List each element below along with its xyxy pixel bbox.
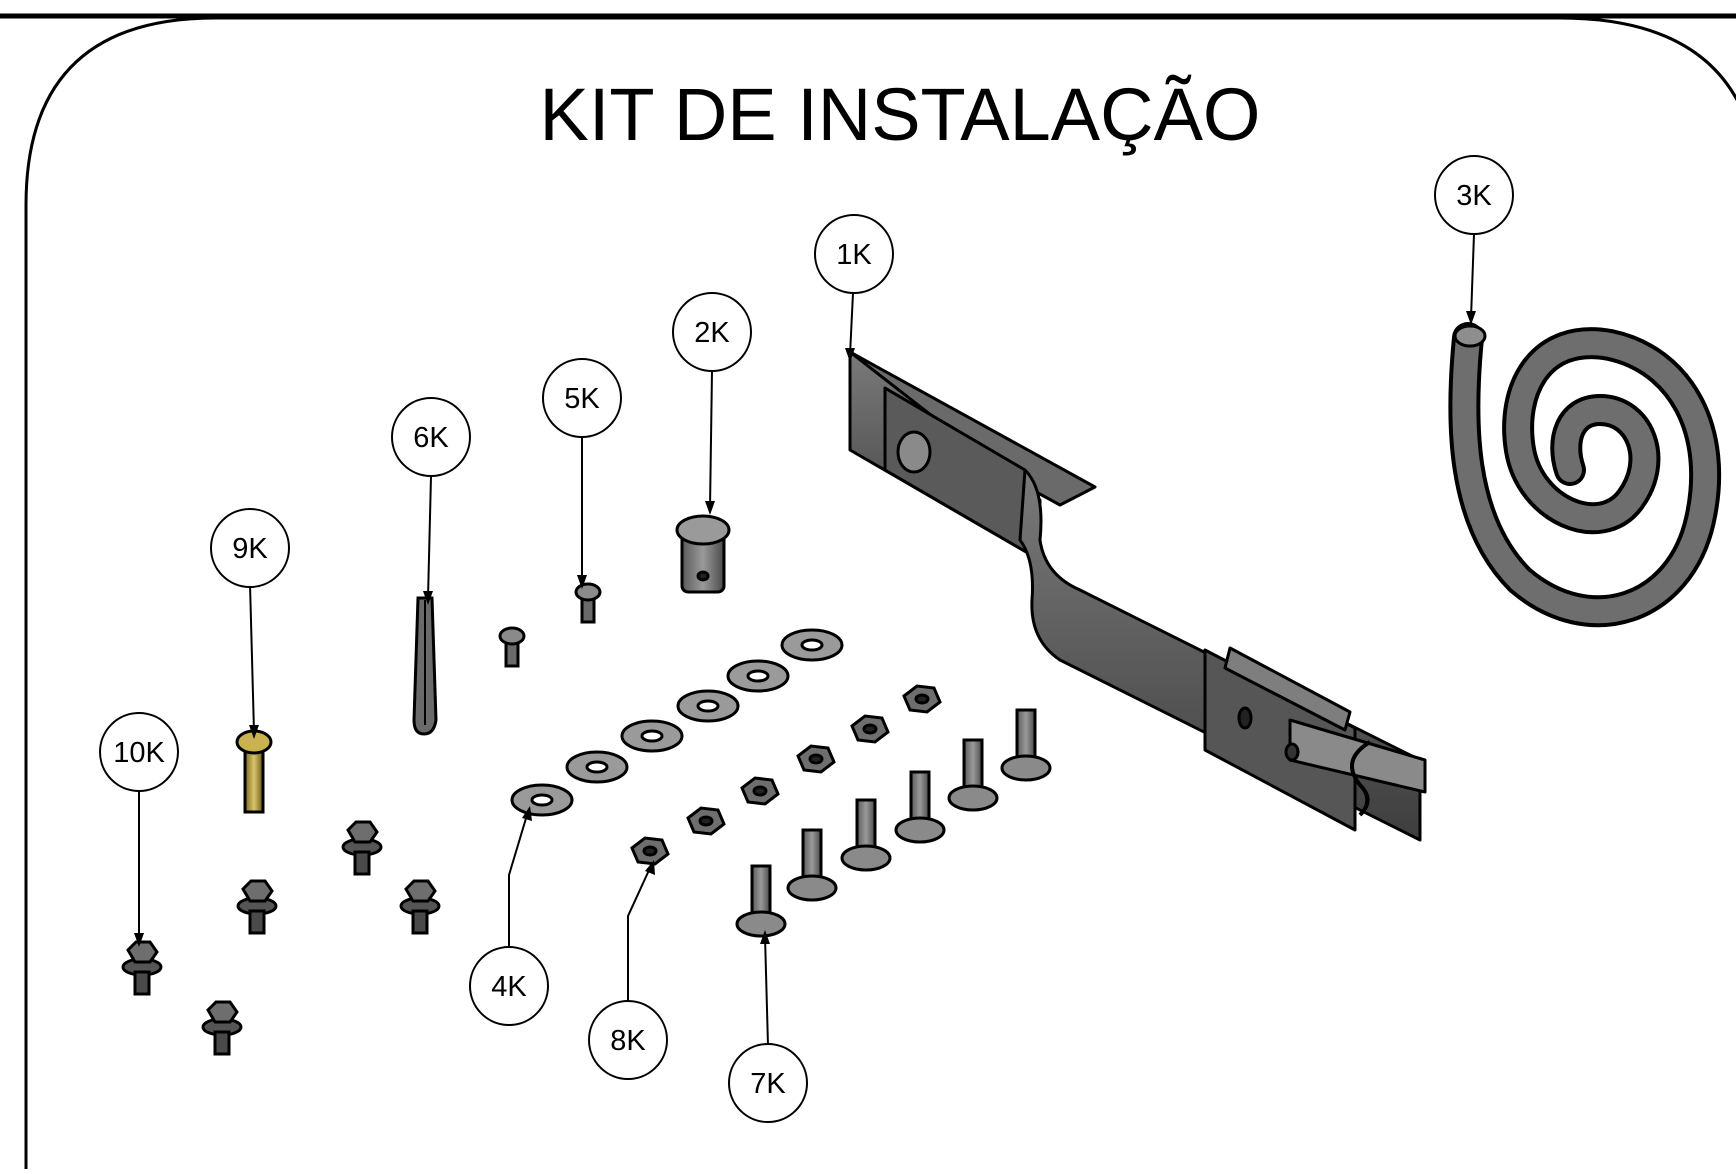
part-3k-spiral-hose: [1448, 322, 1722, 628]
callout-5k: 5K: [542, 358, 622, 438]
part-4k-washers: [510, 628, 844, 817]
callout-2k: 2K: [672, 292, 752, 372]
drawing-frame: [24, 16, 1736, 1169]
callout-8k: 8K: [588, 1000, 668, 1080]
callout-1k: 1K: [814, 214, 894, 294]
callout-label-4k: 4K: [491, 971, 527, 1003]
callout-label-5k: 5K: [564, 383, 600, 415]
callout-4k: 4K: [469, 946, 549, 1026]
callout-7k: 7K: [728, 1043, 808, 1123]
callout-9k: 9K: [210, 508, 290, 588]
callout-label-9k: 9K: [232, 533, 268, 565]
leader-arrowheads: [134, 311, 1476, 947]
callout-label-10k: 10K: [113, 737, 165, 769]
part-8k-hex-nuts: [630, 684, 942, 866]
callout-label-8k: 8K: [610, 1025, 646, 1057]
callout-label-2k: 2K: [694, 317, 730, 349]
part-10k-flange-bolts: [121, 820, 441, 1056]
callout-10k: 10K: [99, 712, 179, 792]
page-title: KIT DE INSTALAÇÃO: [539, 73, 1261, 156]
part-5k-screw: [498, 582, 602, 668]
callout-label-6k: 6K: [413, 422, 449, 454]
callout-label-1k: 1K: [836, 239, 872, 271]
part-2k-clevis-pin: [675, 514, 731, 594]
part-1k-bracket: [848, 350, 1427, 842]
part-6k-cotter-pin: [412, 596, 438, 736]
part-7k-bolts: [735, 708, 1052, 938]
callout-label-3k: 3K: [1456, 180, 1492, 212]
leader-lines: [138, 233, 1475, 1047]
part-9k-brass-screw: [235, 729, 273, 814]
callout-3k: 3K: [1434, 155, 1514, 235]
callout-6k: 6K: [391, 397, 471, 477]
callout-label-7k: 7K: [750, 1068, 786, 1100]
